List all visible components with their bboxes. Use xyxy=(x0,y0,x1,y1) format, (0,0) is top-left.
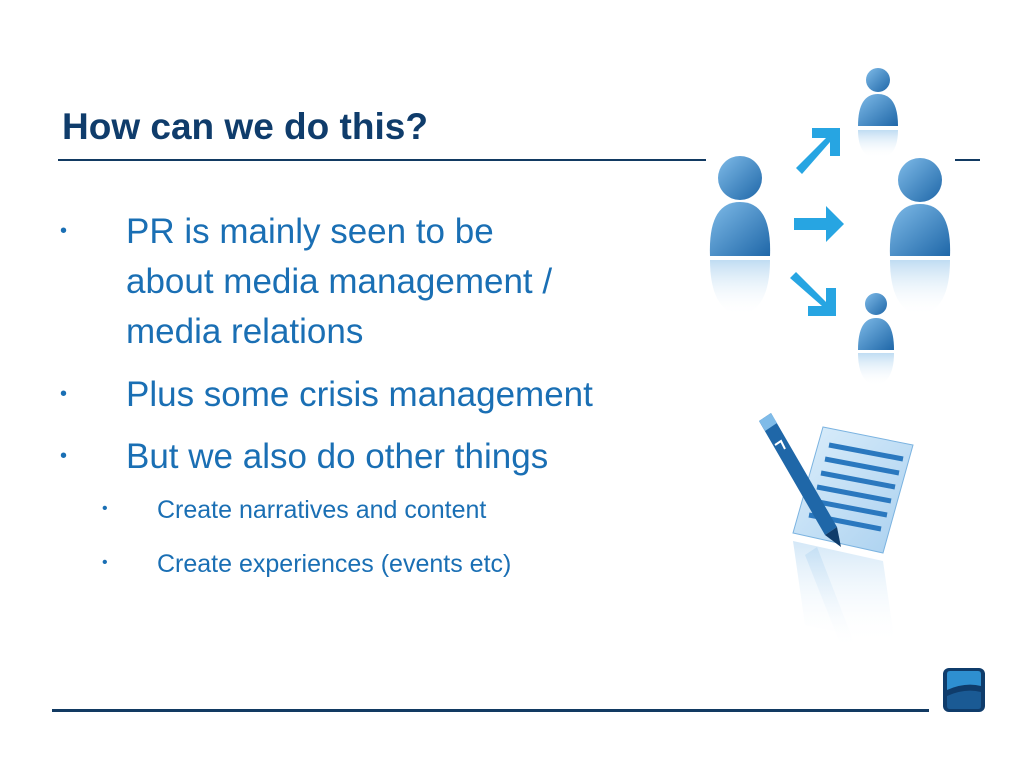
pen-document-icon xyxy=(759,413,914,651)
title-underline xyxy=(58,159,706,161)
pen-icon xyxy=(759,413,841,547)
bullet-marker: • xyxy=(60,445,68,467)
bullet-line: Plus some crisis management xyxy=(126,375,593,414)
bullet-marker: • xyxy=(60,220,68,242)
footer-rule xyxy=(52,709,929,712)
bullet-line: But we also do other things xyxy=(126,437,549,476)
person-right-icon xyxy=(889,158,951,316)
person-left-icon xyxy=(709,156,771,316)
bullet-line: about media management / xyxy=(126,262,553,301)
bullet-line: Create experiences (events etc) xyxy=(157,550,512,578)
bullet-marker: • xyxy=(60,383,68,405)
people-network-icon xyxy=(709,68,951,386)
bullet-marker: • xyxy=(102,500,108,517)
arrow-icons xyxy=(790,128,844,316)
company-logo-icon xyxy=(943,668,985,712)
person-bottom-icon xyxy=(858,293,894,386)
bullet-line: PR is mainly seen to be xyxy=(126,212,494,251)
bullet-marker: • xyxy=(102,554,108,571)
title-underline-end xyxy=(955,159,980,161)
person-top-icon xyxy=(858,68,898,158)
slide-title: How can we do this? xyxy=(62,106,428,147)
bullet-line: Create narratives and content xyxy=(157,496,487,524)
bullet-line: media relations xyxy=(126,312,364,351)
